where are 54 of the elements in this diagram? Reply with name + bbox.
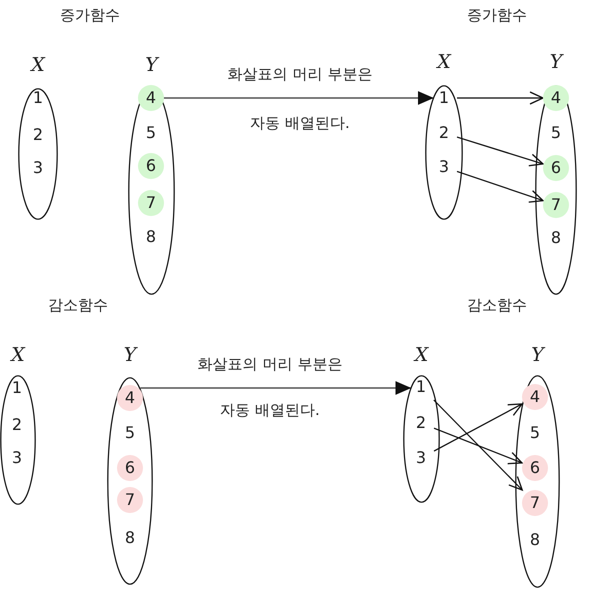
panel-title: 감소함수 — [467, 295, 527, 315]
set-label: X — [435, 50, 452, 74]
set-element: 5 — [117, 420, 143, 446]
arrow — [162, 91, 434, 105]
highlighted-element: 6 — [543, 155, 569, 181]
arrow-note: 자동 배열된다. — [220, 400, 320, 420]
set-element: 2 — [408, 410, 434, 436]
set-element: 1 — [25, 85, 51, 111]
set-element: 3 — [4, 445, 30, 471]
highlighted-element: 7 — [117, 487, 143, 513]
panel-title: 감소함수 — [48, 295, 108, 315]
set-element: 1 — [4, 375, 30, 401]
highlighted-element: 6 — [117, 455, 143, 481]
set-element: 8 — [522, 527, 548, 553]
set-element: 1 — [431, 85, 457, 111]
set-label: Y — [144, 53, 160, 77]
set-label: Y — [122, 343, 139, 367]
set-element: 2 — [25, 122, 51, 148]
highlighted-element: 4 — [522, 384, 548, 410]
highlighted-element: 7 — [138, 190, 164, 216]
panel-title: 증가함수 — [60, 5, 120, 25]
set-element: 3 — [408, 445, 434, 471]
set-element: 8 — [543, 225, 569, 251]
set-element: 2 — [431, 120, 457, 146]
set-element: 5 — [522, 420, 548, 446]
set-label: Y — [530, 343, 546, 367]
set-element: 5 — [543, 120, 569, 146]
arrow — [457, 91, 544, 105]
highlighted-element: 7 — [543, 192, 569, 218]
highlighted-element: 6 — [138, 153, 164, 179]
arrow-note: 자동 배열된다. — [250, 113, 350, 133]
set-element: 3 — [431, 154, 457, 180]
arrow — [456, 170, 544, 203]
panel-title: 증가함수 — [467, 5, 527, 25]
set-element: 2 — [4, 412, 30, 438]
set-element: 3 — [25, 155, 51, 181]
set-element: 1 — [408, 374, 434, 400]
arrow — [140, 381, 412, 395]
set-element: 8 — [117, 525, 143, 551]
highlighted-element: 4 — [543, 85, 569, 111]
set-element: 8 — [138, 224, 164, 250]
highlighted-element: 4 — [138, 85, 164, 111]
set-label: X — [29, 53, 46, 77]
arrow — [433, 400, 523, 491]
highlighted-element: 4 — [117, 385, 143, 411]
set-element: 5 — [138, 120, 164, 146]
set-label: X — [9, 343, 26, 367]
arrow — [434, 428, 523, 464]
set-label: X — [412, 343, 430, 367]
set-label: Y — [548, 50, 565, 74]
highlighted-element: 7 — [522, 490, 548, 516]
arrow — [456, 136, 544, 166]
arrow — [434, 403, 523, 452]
highlighted-element: 6 — [522, 455, 548, 481]
